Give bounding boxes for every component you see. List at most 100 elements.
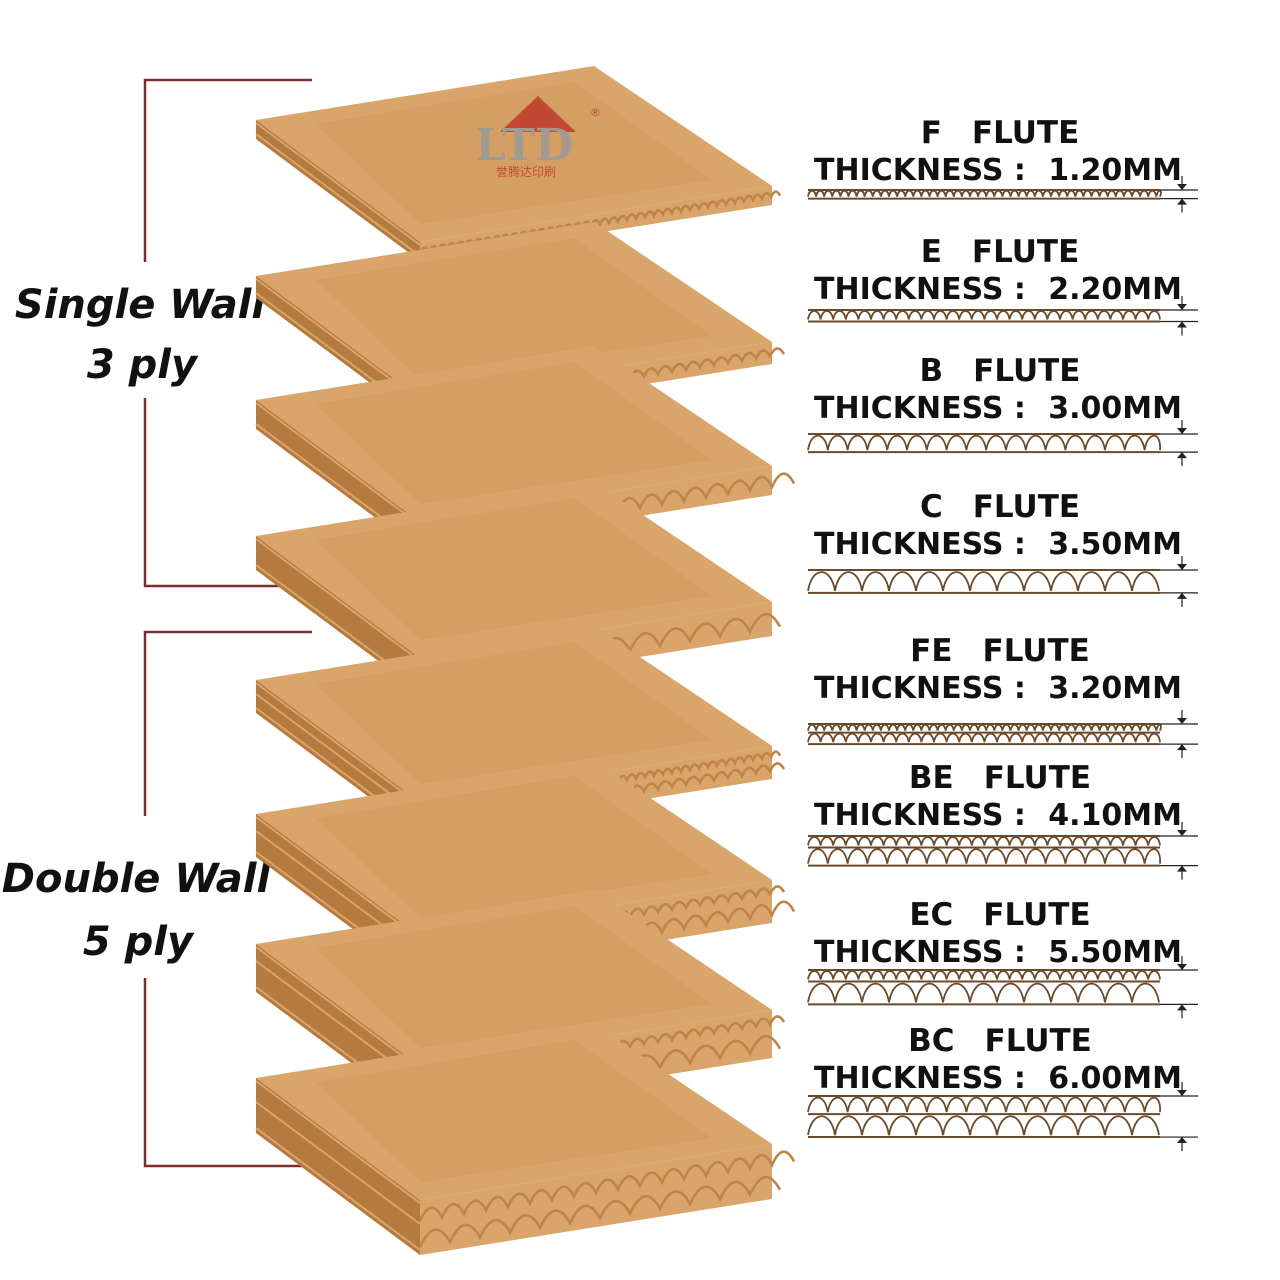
flute-word: FLUTE (973, 353, 1080, 389)
board-left-edge (256, 1078, 420, 1255)
board-shade (316, 1040, 712, 1182)
flute-name: E FLUTE (921, 234, 1080, 270)
thickness-arrows-icon (1160, 956, 1198, 1019)
board-liner-line (255, 1101, 421, 1225)
thickness-label: THICKNESS : (814, 1061, 1026, 1096)
flute-name: FE FLUTE (910, 633, 1090, 669)
board-shade (316, 906, 712, 1048)
thickness-label: THICKNESS : (814, 527, 1026, 562)
board-fe-flute (255, 626, 786, 835)
thickness-arrows-icon (1160, 176, 1198, 213)
thickness-value: 3.00MM (1048, 391, 1182, 426)
thickness-label: THICKNESS : (814, 391, 1026, 426)
thickness-value: 1.20MM (1048, 153, 1182, 188)
thickness-arrows-icon (1160, 822, 1198, 880)
board-shade (316, 82, 712, 224)
ltd-logo: LTD 誉腾达印刷 ® (475, 96, 601, 179)
board-liner-line (255, 682, 421, 806)
single-wall-ply-label: 3 ply (87, 342, 199, 388)
flute-name: BC FLUTE (908, 1023, 1092, 1059)
flute-profile-c (807, 556, 1198, 607)
thickness-arrows-icon (1160, 710, 1198, 759)
flute-profile-e (807, 296, 1198, 336)
board-shade (316, 776, 712, 918)
flute-word: FLUTE (983, 633, 1090, 669)
flute-profile-bc (807, 1082, 1198, 1152)
thickness-arrows-icon (1160, 1082, 1198, 1152)
flute-name: EC FLUTE (909, 897, 1090, 933)
flute-name: B FLUTE (920, 353, 1081, 389)
single-wall-bracket (143, 78, 312, 588)
board-fluting-f (418, 190, 782, 255)
flute-profile-be (807, 822, 1198, 880)
board-liner-line (255, 402, 421, 526)
board-fluting-c (418, 1175, 782, 1248)
flute-letter: C (920, 489, 943, 525)
single-wall-label: Single Wall (15, 282, 267, 328)
board-shade (316, 498, 712, 640)
flute-word: FLUTE (972, 234, 1079, 270)
thickness-arrows-icon (1160, 556, 1198, 607)
logo-subtitle: 誉腾达印刷 (496, 164, 556, 179)
board-stack (255, 66, 796, 1255)
board-liner-line (255, 1127, 421, 1251)
flute-name: BE FLUTE (909, 760, 1091, 796)
board-liner-line (255, 1080, 421, 1204)
thickness-label: THICKNESS : (814, 272, 1026, 307)
board-b-flute (255, 346, 796, 551)
flute-letter: EC (909, 897, 953, 933)
board-shade (316, 238, 712, 380)
board-shade (316, 642, 712, 784)
thickness-label: THICKNESS : (814, 798, 1026, 833)
thickness-label: THICKNESS : (814, 671, 1026, 706)
double-wall-bracket (143, 630, 312, 1168)
flute-profile-ec (807, 956, 1198, 1019)
flute-word: FLUTE (972, 115, 1079, 151)
flute-letter: BE (909, 760, 954, 796)
board-liner-line (255, 816, 421, 940)
thickness-value: 6.00MM (1048, 1061, 1182, 1096)
board-fluting-b (418, 1150, 796, 1222)
thickness-value: 4.10MM (1048, 798, 1182, 833)
thickness-value: 3.20MM (1048, 671, 1182, 706)
flute-word: FLUTE (973, 489, 1080, 525)
flute-letter: FE (910, 633, 952, 669)
thickness-arrows-icon (1160, 296, 1198, 336)
board-shade (316, 362, 712, 504)
flute-letter: BC (908, 1023, 954, 1059)
board-liner-line (255, 538, 421, 662)
flute-letter: B (920, 353, 944, 389)
flute-name: F FLUTE (921, 115, 1080, 151)
flute-letter: F (921, 115, 942, 151)
flute-profile-f (807, 176, 1198, 213)
board-liner-line (255, 133, 421, 257)
logo-roof-icon (500, 96, 576, 132)
thickness-value: 3.50MM (1048, 527, 1182, 562)
thickness-label: THICKNESS : (814, 935, 1026, 970)
board-left-edge (256, 400, 420, 551)
thickness-label: THICKNESS : (814, 153, 1026, 188)
board-liner-line (255, 946, 421, 1070)
flute-word: FLUTE (984, 760, 1091, 796)
board-left-edge (256, 536, 420, 692)
flute-word: FLUTE (985, 1023, 1092, 1059)
flute-profile-b (807, 420, 1198, 467)
logo-registered: ® (590, 106, 601, 119)
double-wall-ply-label: 5 ply (83, 919, 195, 965)
logo-text: LTD (475, 120, 573, 171)
thickness-value: 2.20MM (1048, 272, 1182, 307)
thickness-value: 5.50MM (1048, 935, 1182, 970)
flute-word: FLUTE (983, 897, 1090, 933)
flute-letter: E (921, 234, 942, 270)
board-liner-line (255, 122, 421, 246)
board-bc-flute (255, 1024, 796, 1255)
thickness-arrows-icon (1160, 420, 1198, 467)
